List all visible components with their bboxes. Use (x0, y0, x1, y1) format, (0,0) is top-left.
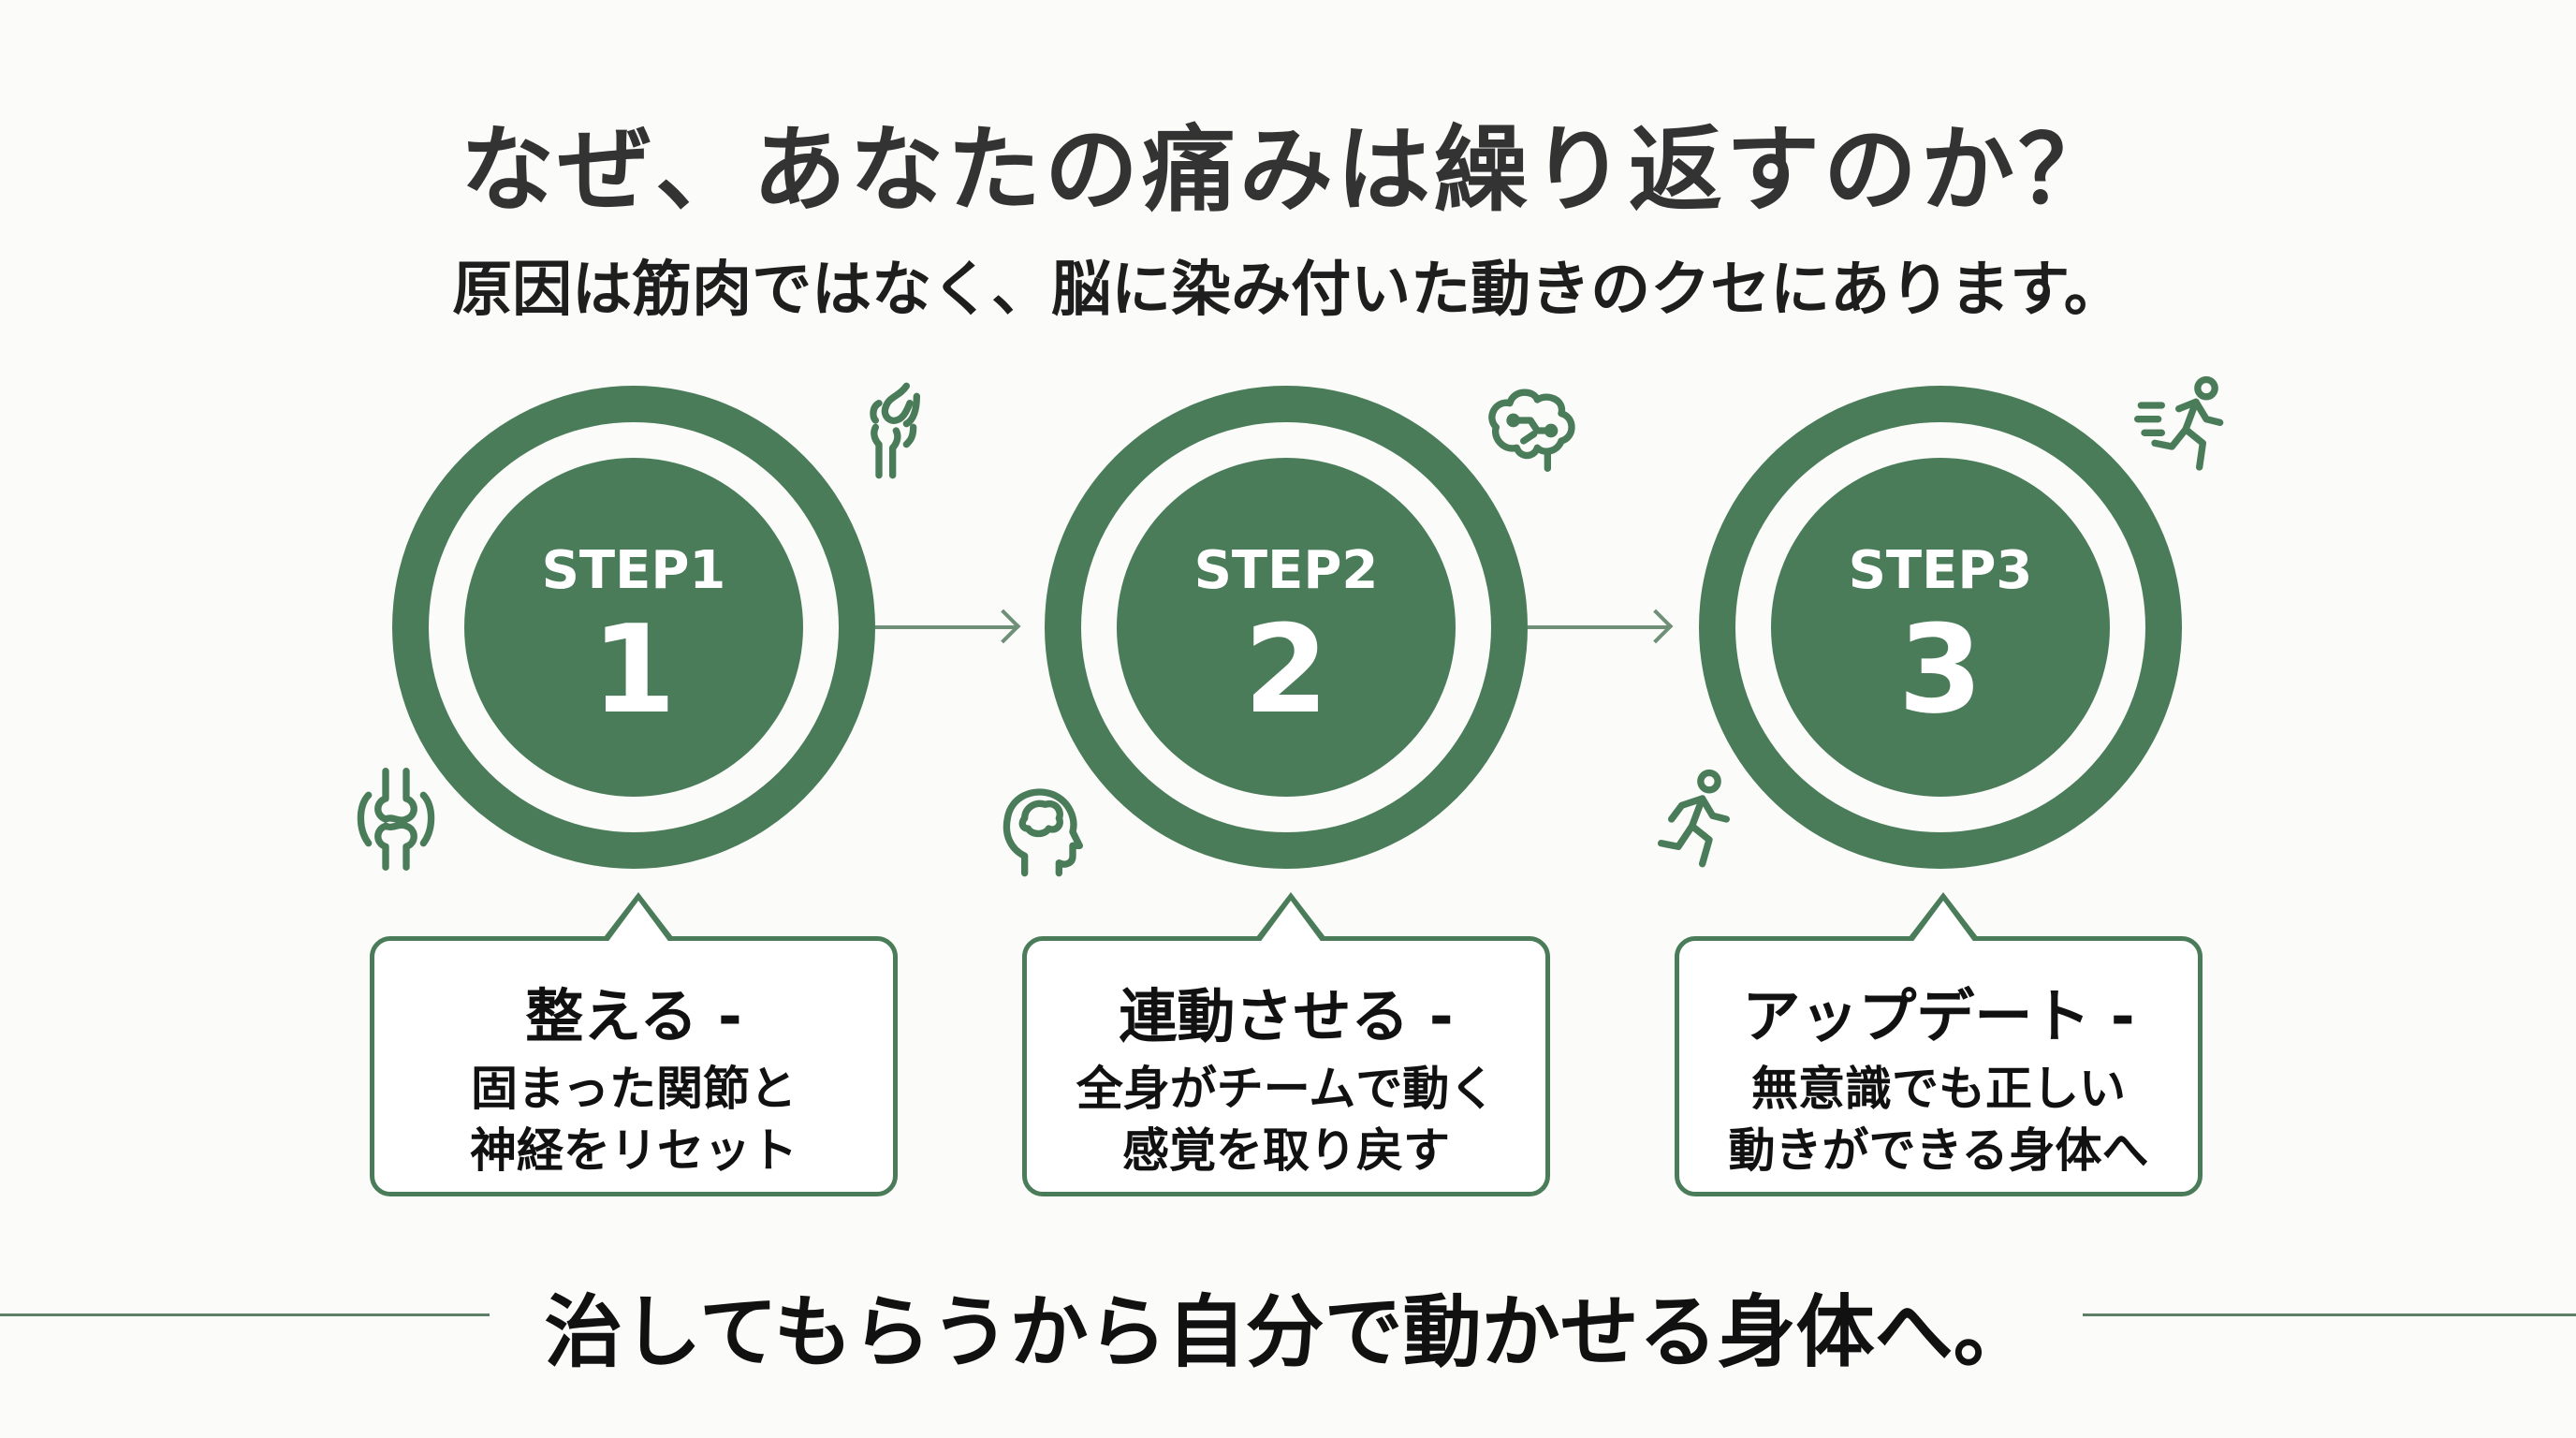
step-label: STEP1 (541, 540, 726, 601)
step-heading: アップデート - (1742, 982, 2135, 1050)
page-title: なぜ、あなたの痛みは繰り返すのか？ (461, 115, 2115, 225)
step-heading: 整える - (525, 982, 742, 1050)
closing-message: 治してもらうから自分で動かせる身体へ。 (544, 1286, 2032, 1378)
divider-left (0, 1313, 490, 1316)
joint-icon (344, 768, 447, 871)
step-label: STEP2 (1193, 540, 1379, 601)
step3-circle: STEP3 3 (1699, 386, 2182, 869)
step-number: 1 (591, 598, 677, 741)
divider-right (2083, 1313, 2576, 1316)
step-description-line: 固まった関節と (471, 1062, 797, 1116)
step2-description-box: 連動させる - 全身がチームで動く 感覚を取り戻す (1022, 892, 1550, 1196)
step-description-line: 神経をリセット (470, 1123, 798, 1178)
step-number: 2 (1243, 598, 1329, 741)
step-heading: 連動させる - (1119, 982, 1454, 1050)
brain-circuit-icon (1479, 379, 1582, 482)
step-description-line: 全身がチームで動く (1076, 1062, 1497, 1116)
step-description-line: 感覚を取り戻す (1122, 1123, 1450, 1178)
step1-circle: STEP1 1 (392, 386, 875, 869)
step2-circle: STEP2 2 (1045, 386, 1528, 869)
step-number: 3 (1897, 598, 1983, 741)
head-brain-icon (990, 777, 1093, 880)
arrow-step2-to-step3 (1528, 625, 1668, 629)
step-description-line: 動きができる身体へ (1728, 1123, 2149, 1178)
page-subtitle: 原因は筋肉ではなく、脳に染み付いた動きのクセにあります。 (452, 256, 2124, 325)
arrow-step1-to-step2 (875, 625, 1016, 629)
running-person-fast-icon (2134, 374, 2237, 477)
running-person-icon (1647, 768, 1750, 871)
step1-description-box: 整える - 固まった関節と 神経をリセット (370, 892, 898, 1196)
step3-description-box: アップデート - 無意識でも正しい 動きができる身体へ (1675, 892, 2203, 1196)
step-label: STEP3 (1848, 540, 2033, 601)
knee-joint-icon (838, 379, 941, 482)
step-description-line: 無意識でも正しい (1751, 1062, 2126, 1116)
